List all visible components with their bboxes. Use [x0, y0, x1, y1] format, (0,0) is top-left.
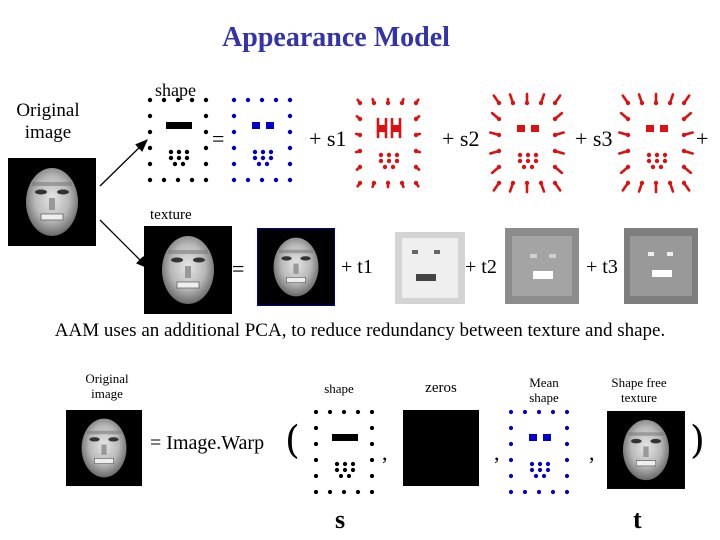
- slide-title: Appearance Model: [222, 22, 450, 53]
- texture-label: texture: [150, 207, 192, 223]
- shape-point-groups: [147, 92, 694, 495]
- comma-2: ,: [494, 440, 500, 465]
- arrow-to-shape: [99, 139, 148, 187]
- image-warp-label: = Image.Warp: [150, 432, 265, 454]
- aam-description: AAM uses an additional PCA, to reduce re…: [54, 320, 666, 341]
- shape-mode-2-points: [489, 92, 565, 194]
- zeros-black-box: [403, 410, 479, 486]
- texture-equals-sign: =: [232, 256, 245, 281]
- shape-free-texture-label: Shape free texture: [611, 375, 667, 405]
- original-face-image: [8, 158, 96, 246]
- mean-texture-face: [257, 228, 335, 306]
- bottom-original-image-label: Original image: [85, 371, 129, 401]
- bottom-mean-shape-points: [508, 409, 570, 495]
- texture-term-t2: + t2: [465, 256, 497, 278]
- arrow-to-texture: [99, 219, 149, 269]
- original-image-label: Original image: [16, 100, 80, 143]
- shape-term-s1: + s1: [309, 126, 347, 151]
- shape-mode-3-points: [618, 92, 694, 194]
- texture-term-t3: + t3: [586, 256, 618, 278]
- open-paren: (: [285, 418, 300, 462]
- shape-term-s2: + s2: [442, 126, 480, 151]
- texture-mode-3: [624, 228, 698, 304]
- shape-equals-sign: =: [212, 126, 225, 151]
- t-vector-label: t: [633, 505, 642, 534]
- bottom-shape-points: [313, 409, 375, 495]
- comma-1: ,: [382, 440, 388, 465]
- shape-original-points: [147, 97, 209, 183]
- shape-mode-1-points: [354, 97, 422, 189]
- shape-label: shape: [155, 80, 196, 100]
- texture-mode-1: [395, 232, 465, 304]
- shape-mean-points: [231, 97, 293, 183]
- bottom-shape-label: shape: [324, 381, 354, 396]
- bottom-original-face: [65, 409, 143, 487]
- shape-term-more: +: [696, 126, 709, 151]
- mean-shape-label: Mean shape: [529, 375, 559, 405]
- texture-mode-2: [505, 228, 579, 304]
- shape-term-s3: + s3: [575, 126, 613, 151]
- comma-3: ,: [589, 440, 595, 465]
- s-vector-label: s: [335, 505, 346, 534]
- texture-term-t1: + t1: [341, 256, 373, 278]
- close-paren: ): [690, 418, 705, 462]
- texture-original-face: [143, 225, 233, 315]
- shape-free-texture-face: [606, 410, 686, 490]
- zeros-label: zeros: [425, 380, 457, 396]
